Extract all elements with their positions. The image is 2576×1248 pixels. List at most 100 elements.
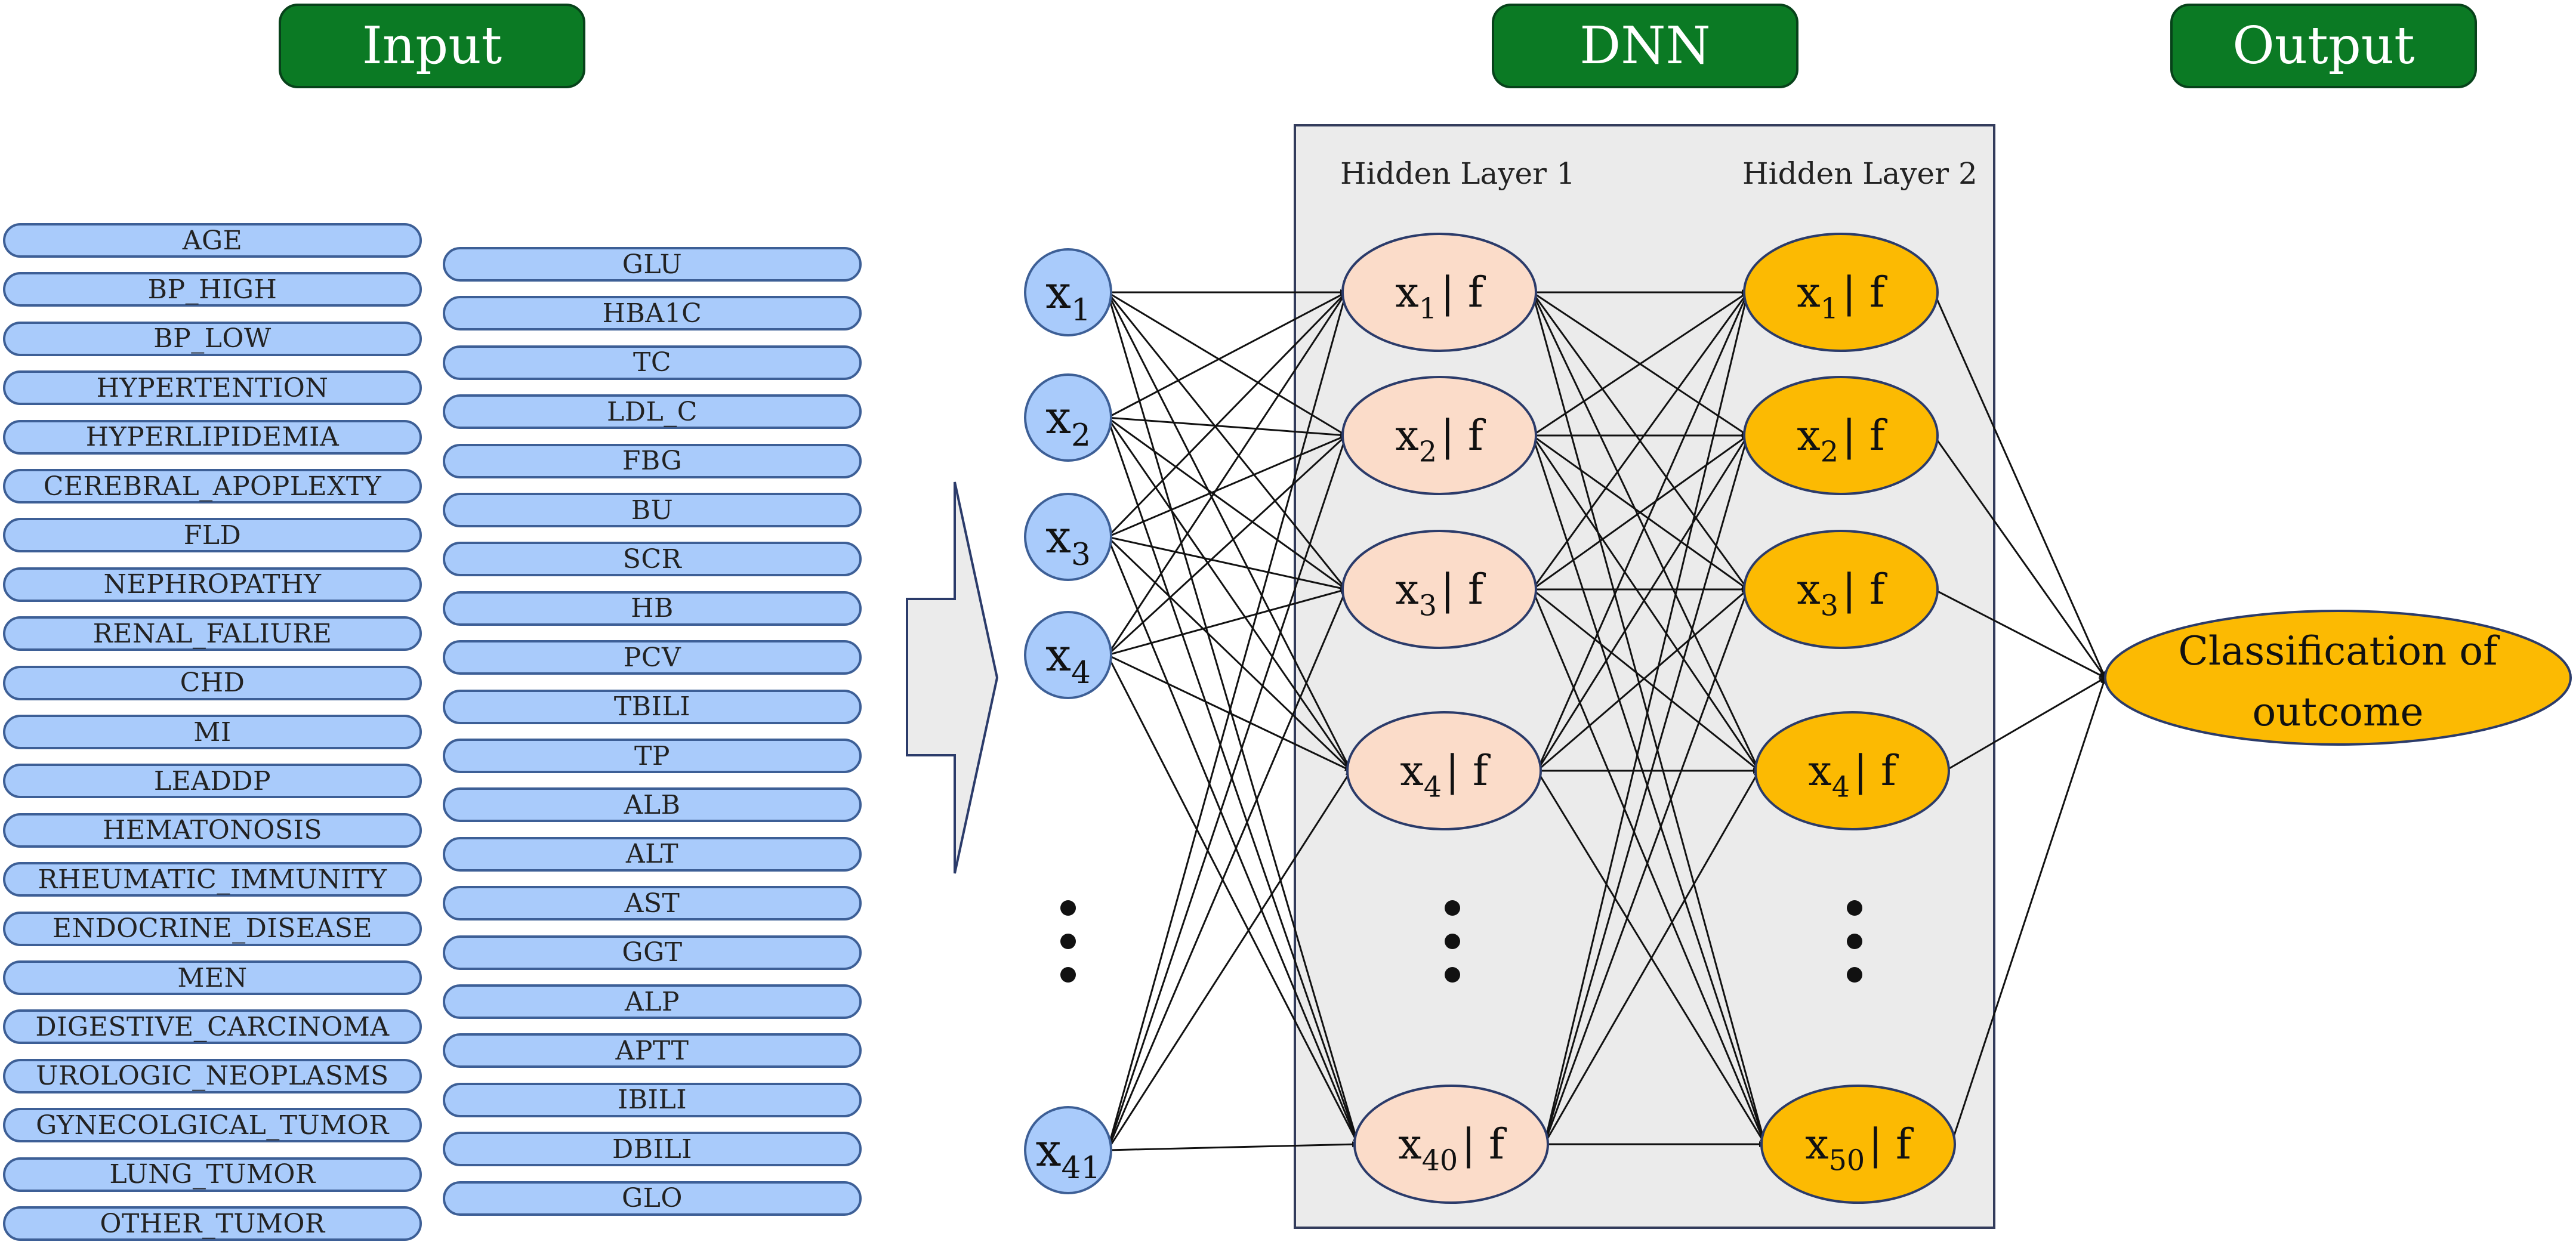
node-label-suffix: | f xyxy=(1445,746,1491,795)
input-feature-item: SCR xyxy=(443,542,862,577)
ellipsis-dot xyxy=(1445,967,1460,983)
connection-edge xyxy=(1106,292,1347,590)
connection-edge xyxy=(1106,292,1352,771)
hidden-layer-1-node: x40| f xyxy=(1353,1085,1549,1204)
input-feature-item: OTHER_TUMOR xyxy=(3,1206,422,1241)
connection-edge xyxy=(1106,770,1352,1151)
connection-edge xyxy=(1107,291,1347,437)
connection-edge xyxy=(1531,435,1760,771)
input-feature-item: TC xyxy=(443,345,862,380)
input-feature-item: IBILI xyxy=(443,1082,862,1117)
connection-edge xyxy=(1543,292,1750,1145)
connection-edge xyxy=(1532,588,1760,772)
svg-text:x3: x3 xyxy=(1045,510,1091,573)
connection-edge xyxy=(1532,291,1748,437)
input-feature-item: LEADDP xyxy=(3,764,422,799)
connection-edge xyxy=(1107,434,1347,538)
node-label-suffix: | f xyxy=(1461,1120,1507,1169)
input-feature-item: LDL_C xyxy=(443,394,862,430)
input-feature-item: GLO xyxy=(443,1181,862,1216)
input-feature-item: ALB xyxy=(443,787,862,823)
connection-edge xyxy=(1106,434,1347,656)
input-feature-item: HYPERTENTION xyxy=(3,370,422,406)
hidden-layer-1-node: x1| f xyxy=(1341,233,1537,352)
node-label-subscript: 1 xyxy=(1071,292,1091,328)
node-label-base: x xyxy=(1797,411,1820,460)
svg-text:x4| f: x4| f xyxy=(1808,746,1899,804)
svg-text:x2| f: x2| f xyxy=(1797,411,1888,469)
connection-edge xyxy=(1107,416,1347,591)
hidden-layer-2-node: x4| f xyxy=(1754,711,1950,830)
node-label-subscript: 1 xyxy=(1821,292,1838,325)
dnn-header: DNN xyxy=(1492,4,1798,88)
connection-edge xyxy=(1106,292,1347,656)
ellipsis-dot xyxy=(1445,934,1460,949)
flow-arrow xyxy=(906,481,999,874)
input-feature-item: CHD xyxy=(3,665,422,700)
node-label-suffix: | f xyxy=(1868,1120,1914,1169)
connection-edge xyxy=(1107,1141,1359,1151)
input-feature-item: ALT xyxy=(443,836,862,872)
input-feature-item: HBA1C xyxy=(443,296,862,331)
node-label-subscript: 4 xyxy=(1832,771,1850,804)
node-label-suffix: | f xyxy=(1853,746,1899,795)
hidden-layer-2-node: x3| f xyxy=(1743,530,1939,649)
svg-text:x1| f: x1| f xyxy=(1797,268,1888,326)
input-feature-item: HYPERLIPIDEMIA xyxy=(3,419,422,455)
connection-edge xyxy=(1933,435,2106,678)
connection-edge xyxy=(1531,292,1749,590)
connection-edge xyxy=(1107,291,1347,419)
svg-text:x3| f: x3| f xyxy=(1395,565,1486,623)
network-edges xyxy=(1106,289,2106,1151)
output-header: Output xyxy=(2170,4,2477,88)
connection-edge xyxy=(1933,292,2106,678)
connection-edge xyxy=(1532,434,1748,591)
svg-text:x4| f: x4| f xyxy=(1400,746,1491,804)
output-label-line2: outcome xyxy=(2252,689,2423,735)
input-feature-item: DIGESTIVE_CARCINOMA xyxy=(3,1009,422,1045)
node-label-base: x xyxy=(1045,628,1071,681)
connection-edge xyxy=(1543,770,1760,1145)
node-label-suffix: | f xyxy=(1842,268,1888,317)
svg-text:x2: x2 xyxy=(1045,391,1091,453)
input-feature-item: GYNECOLGICAL_TUMOR xyxy=(3,1108,422,1143)
input-feature-item: AGE xyxy=(3,223,422,258)
connection-edge xyxy=(1536,435,1749,771)
input-feature-item: APTT xyxy=(443,1033,862,1068)
input-node: x1 xyxy=(1024,248,1112,336)
input-feature-item: FLD xyxy=(3,518,422,553)
svg-text:x50| f: x50| f xyxy=(1805,1120,1914,1178)
connection-edge xyxy=(1531,435,1766,1145)
connection-edge xyxy=(1107,588,1347,656)
input-feature-item: BU xyxy=(443,493,862,527)
input-feature-item: HEMATONOSIS xyxy=(3,813,422,848)
node-label-suffix: | f xyxy=(1440,565,1486,614)
connection-edge xyxy=(1106,417,1352,771)
node-label-base: x xyxy=(1797,565,1820,614)
input-feature-item: TP xyxy=(443,739,862,773)
node-label-base: x xyxy=(1400,746,1423,795)
connection-edge xyxy=(1536,292,1749,771)
input-feature-item: RENAL_FALIURE xyxy=(3,616,422,651)
node-label-base: x xyxy=(1395,268,1418,317)
node-label-base: x xyxy=(1398,1120,1421,1169)
input-feature-item: NEPHROPATHY xyxy=(3,567,422,602)
svg-text:x1: x1 xyxy=(1045,265,1091,328)
input-feature-item: ENDOCRINE_DISEASE xyxy=(3,911,422,946)
connection-edge xyxy=(1933,588,2106,679)
node-label-subscript: 3 xyxy=(1821,589,1838,622)
input-feature-item: PCV xyxy=(443,640,862,675)
node-label-suffix: | f xyxy=(1440,268,1486,317)
input-feature-item: BP_HIGH xyxy=(3,272,422,307)
input-feature-item: DBILI xyxy=(443,1132,862,1167)
svg-text:x3| f: x3| f xyxy=(1797,565,1888,623)
ellipsis-dot xyxy=(1060,967,1076,983)
node-label-subscript: 2 xyxy=(1419,435,1437,468)
connection-edge xyxy=(1106,417,1359,1145)
hidden-layer-2-node: x2| f xyxy=(1743,376,1939,495)
node-label-subscript: 1 xyxy=(1419,292,1437,325)
connection-edge xyxy=(1106,589,1347,1151)
connection-edge xyxy=(1945,676,2106,772)
